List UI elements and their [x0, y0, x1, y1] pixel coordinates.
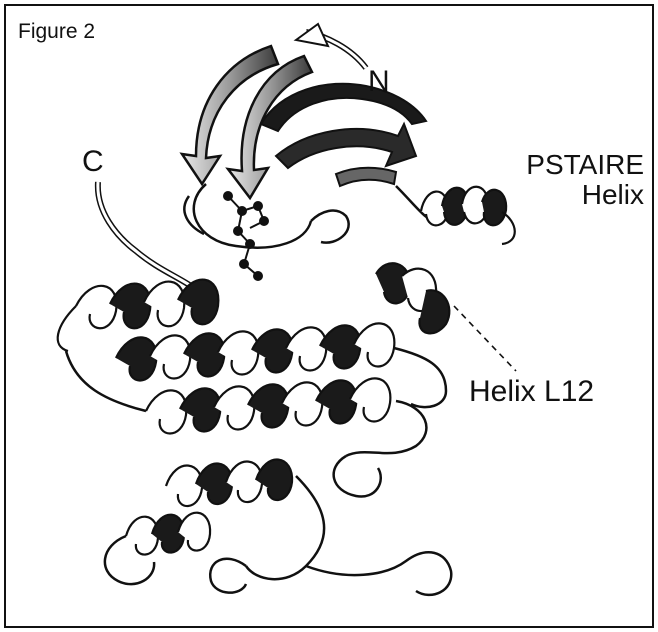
helix-l12-label: Helix L12 — [469, 376, 594, 408]
c-terminus-label: C — [82, 146, 104, 178]
pstaire-label-line2: Helix — [484, 180, 644, 210]
beta-sheet-strands — [182, 24, 426, 198]
main-helix-lower — [146, 378, 390, 433]
n-terminus-label: N — [368, 66, 390, 98]
figure-label: Figure 2 — [18, 20, 95, 44]
figure-frame: Figure 2 N C PSTAIRE Helix Helix L12 — [4, 4, 654, 628]
c-terminal-tail — [98, 182, 191, 286]
pstaire-helix-label: PSTAIRE Helix — [484, 150, 644, 210]
bound-ligand — [224, 192, 268, 280]
helix-l12 — [376, 263, 516, 371]
pstaire-label-line1: PSTAIRE — [484, 150, 644, 180]
protein-ribbon-diagram — [6, 6, 652, 626]
main-helix-middle — [116, 323, 394, 380]
lower-lobe-helices — [126, 460, 292, 555]
